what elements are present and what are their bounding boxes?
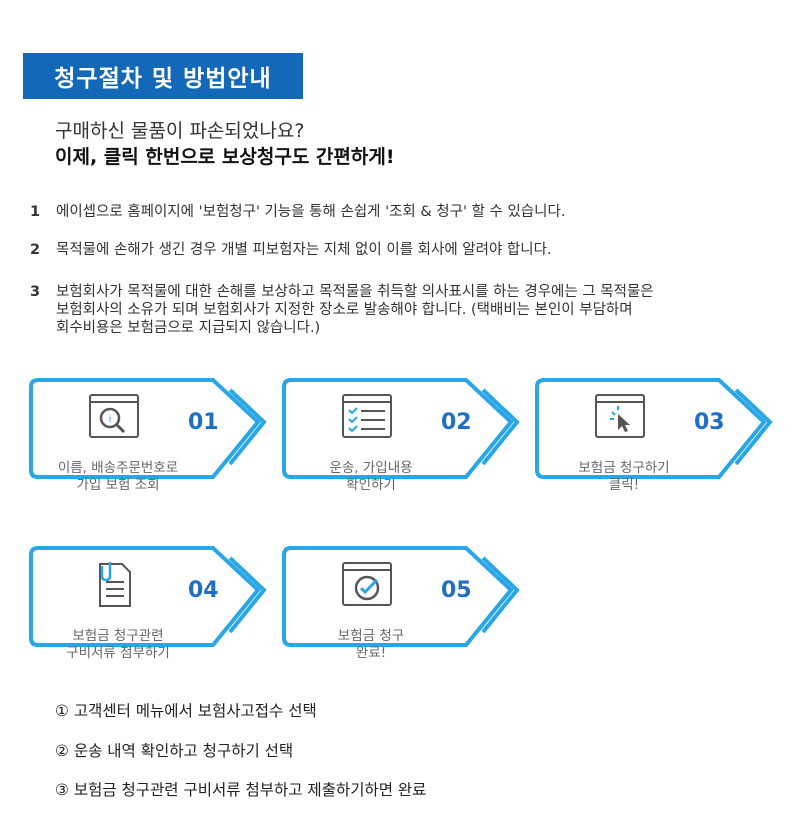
step-number: 2 xyxy=(30,242,41,258)
card-frame xyxy=(282,546,520,647)
step-number: 1 xyxy=(30,204,41,220)
section-banner: 청구절차 및 방법안내 xyxy=(23,53,303,99)
search-document-icon: i xyxy=(89,394,139,438)
step-number-label: 03 xyxy=(694,410,725,435)
click-cursor-icon xyxy=(595,394,645,438)
step-number-label: 01 xyxy=(188,410,219,435)
check-badge-icon xyxy=(342,562,392,606)
svg-text:i: i xyxy=(109,414,111,425)
card-frame xyxy=(282,378,520,479)
card-frame xyxy=(535,378,773,479)
step-number-label: 05 xyxy=(441,578,472,603)
step-number-label: 02 xyxy=(441,410,472,435)
subtitle-question: 구매하신 물품이 파손되었나요? xyxy=(55,120,305,142)
paperclip-document-icon xyxy=(99,562,131,607)
instruction-line: ① 고객센터 메뉴에서 보험사고접수 선택 xyxy=(55,702,317,720)
instruction-line: ② 운송 내역 확인하고 청구하기 선택 xyxy=(55,742,294,760)
subtitle-headline: 이제, 클릭 한번으로 보상청구도 간편하게! xyxy=(55,146,395,168)
step-text: 에이셉으로 홈페이지에 '보험청구' 기능을 통해 손쉽게 '조회 & 청구' … xyxy=(56,204,566,220)
step-number: 3 xyxy=(30,284,41,300)
step-text: 목적물에 손해가 생긴 경우 개별 피보험자는 지체 없이 이를 회사에 알려야… xyxy=(56,242,552,258)
instruction-line: ③ 보험금 청구관련 구비서류 첨부하고 제출하기하면 완료 xyxy=(55,781,427,799)
step-number-label: 04 xyxy=(188,578,219,603)
card-frame xyxy=(29,378,267,479)
step-text: 보험회사의 소유가 되며 보험회사가 지정한 장소로 발송해야 합니다. (택배… xyxy=(56,302,633,318)
step-text: 회수비용은 보험금으로 지급되지 않습니다.) xyxy=(56,320,321,336)
card-frame xyxy=(29,546,267,647)
checklist-icon xyxy=(342,394,392,438)
step-text: 보험회사가 목적물에 대한 손해를 보상하고 목적물을 취득할 의사표시를 하는… xyxy=(56,284,654,300)
